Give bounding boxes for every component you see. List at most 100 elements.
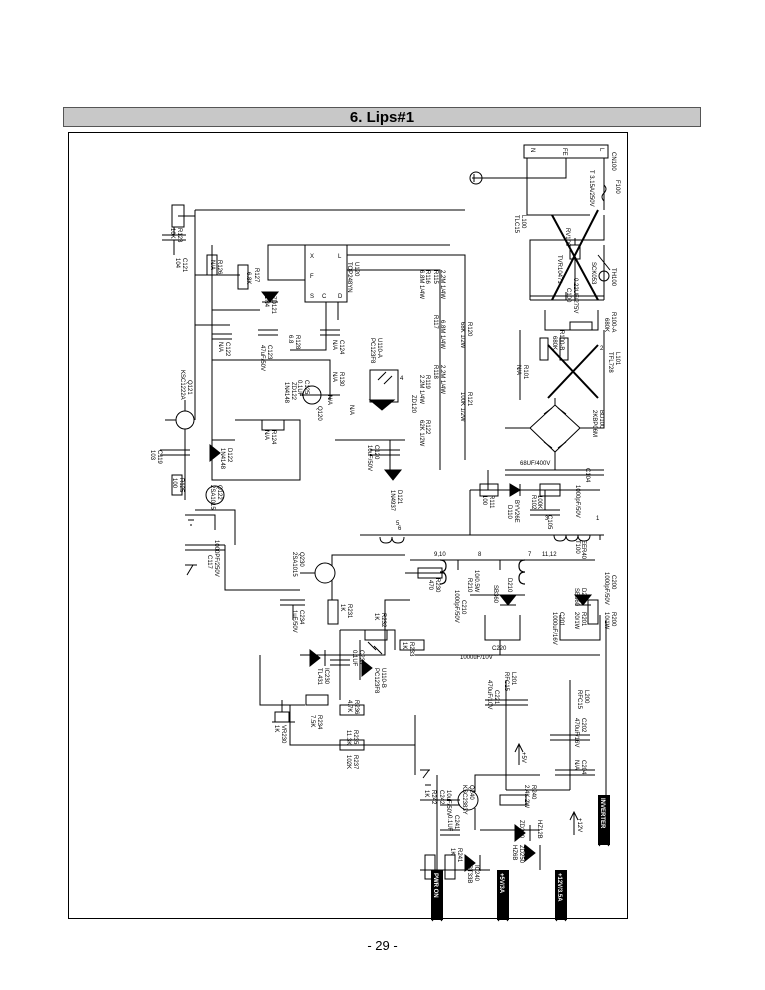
label-r116: R116 <box>424 270 430 285</box>
label-c124v: N/A <box>331 340 337 350</box>
label-q240: Q240 <box>468 785 474 800</box>
transformer-pins: 1 3 4 5 6 7 8 9,10 11,12 2 <box>396 346 604 558</box>
label-r241: R241 <box>456 848 462 863</box>
label-c201v: 1000uF/16V <box>551 612 557 645</box>
pin-6: 6 <box>398 526 402 532</box>
label-c221: C221 <box>493 690 499 705</box>
label-l: L <box>598 148 604 152</box>
label-plus12v: +12V <box>576 818 582 832</box>
label-c121v: 104 <box>174 258 180 269</box>
label-r117v: 6.8M 1/4W <box>439 320 445 349</box>
label-vr230v: 1K <box>273 725 279 732</box>
label-r231: R231 <box>346 604 352 619</box>
label-c242v: 10uF/50V <box>445 790 451 816</box>
label-r126: R126 <box>216 260 222 275</box>
label-r233: R233 <box>408 642 414 657</box>
label-d110v: BYV26E <box>513 500 519 523</box>
pin-7: 7 <box>528 552 532 558</box>
pin-1: 1 <box>596 516 600 522</box>
label-d210: D210 <box>506 578 512 593</box>
label-r236v: 4.7K <box>346 700 352 712</box>
label-r234v: 7.5K <box>309 715 315 727</box>
label-q230v: 2SA1015 <box>291 552 297 577</box>
label-zd122v: 1N4148 <box>283 382 289 404</box>
label-c125v: 0.1UF <box>296 380 302 397</box>
label-l200v: RFC15 <box>576 690 582 710</box>
label-c119v: 103 <box>149 450 155 461</box>
label-q120v: N/A <box>326 395 332 405</box>
label-r200v: 10/1W <box>603 612 609 630</box>
label-t100v: EER40 <box>580 540 586 560</box>
label-u110av: PC123F8 <box>369 338 375 364</box>
label-r123: R123 <box>176 228 182 243</box>
label-r122: R122 <box>424 420 430 435</box>
label-c242: C242 <box>438 790 444 805</box>
connector-inverter: INVERTER <box>599 798 605 829</box>
label-r100av: 680K <box>603 318 609 332</box>
label-r127v: 6.8K <box>245 272 251 284</box>
label-c200: C200 <box>610 575 616 590</box>
label-r124: R124 <box>270 430 276 445</box>
pin-2: 2 <box>600 346 604 352</box>
label-bd100v: 2KBP06M <box>591 410 597 437</box>
label-r236: R236 <box>353 700 359 715</box>
label-c241: C241 <box>453 815 459 830</box>
label-c220: C220 <box>492 646 507 652</box>
label-d110: D110 <box>506 505 512 520</box>
label-u120: U120 <box>353 262 359 277</box>
label-r230: R230 <box>434 578 440 593</box>
label-r119v: 2.2M 1/4W <box>418 375 424 404</box>
label-c122v: N/A <box>217 342 223 352</box>
label-r237v: 102K <box>345 755 351 769</box>
label-c105v: 1000pF/50V <box>574 485 580 518</box>
label-f100: F100 <box>614 180 620 194</box>
label-t100: T100 <box>574 540 580 554</box>
label-l101v: TFL728 <box>607 352 613 373</box>
label-r120v: 68K 1/2W <box>459 322 465 349</box>
label-c123v: 47uF/50V <box>259 345 265 371</box>
page-number: - 29 - <box>367 938 398 953</box>
label-r127: R127 <box>253 268 259 283</box>
label-c202v: 470uF/16V <box>573 718 579 747</box>
label-r130: R130 <box>338 372 344 387</box>
label-ic240v: BT33B <box>466 865 472 883</box>
label-d200v: SB360 <box>573 588 579 607</box>
label-r234: R234 <box>316 715 322 730</box>
label-r200: R200 <box>610 612 616 627</box>
label-u110b: U110-B <box>380 668 386 688</box>
label-ic230v: TL431 <box>316 668 322 686</box>
label-r128: R128 <box>294 335 300 350</box>
label-r111: R111 <box>488 495 494 509</box>
pin-9-10: 9,10 <box>434 552 446 558</box>
label-r233v: 1K <box>401 642 407 649</box>
label-pin-f: F <box>310 274 314 280</box>
label-r125v: 100 <box>171 478 177 489</box>
label-q122: Q122 <box>216 485 222 500</box>
label-zd120v: N/A <box>348 405 354 415</box>
label-c100: C100 <box>565 288 571 303</box>
label-r121v: 100K 1/2W <box>459 392 465 422</box>
label-r237: R237 <box>352 755 358 770</box>
label-zd122: ZD122 <box>290 382 296 401</box>
label-c125: C125 <box>303 380 309 395</box>
label-q120: Q120 <box>316 406 322 421</box>
label-q122v: 2SA1015 <box>209 485 215 510</box>
label-c105: C105 <box>546 515 552 530</box>
pin-5: 5 <box>396 521 400 527</box>
label-c202: C202 <box>580 718 586 733</box>
label-ic240: IC240 <box>473 865 479 882</box>
section-title-bar: 6. Lips#1 <box>63 107 701 127</box>
label-zd121v: 1N4 <box>263 296 269 308</box>
label-r101v: N/A <box>515 365 521 375</box>
label-c117v: 1000PF/250V <box>213 540 219 577</box>
label-d210v: SB360 <box>492 585 498 604</box>
label-r101: R101 <box>522 365 528 380</box>
label-c220v: 1000uF/10V <box>460 655 493 661</box>
label-cn100: CN100 <box>610 152 616 171</box>
label-r118v: 2.2M 1/4W <box>439 365 445 394</box>
label-r235v: 11.3K <box>345 730 351 745</box>
label-r128v: 6.8 <box>287 335 293 344</box>
label-r102v: 100K <box>536 495 542 509</box>
label-r201: R201 <box>580 612 586 627</box>
